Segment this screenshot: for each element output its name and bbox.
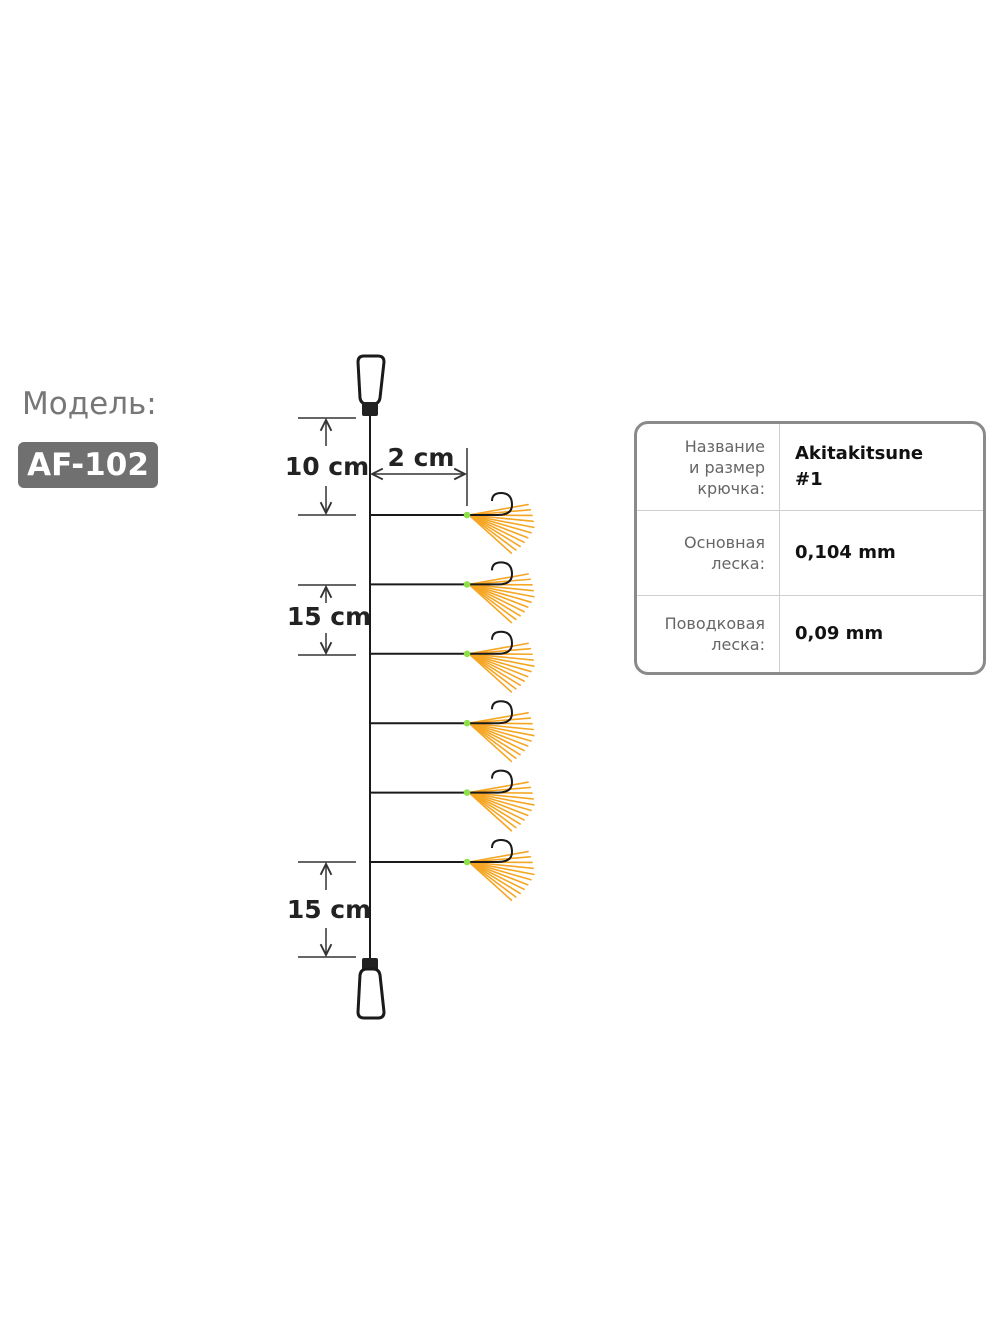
hook-icon bbox=[470, 769, 514, 794]
bead-icon bbox=[463, 650, 471, 658]
bottom-snap-icon bbox=[356, 958, 386, 1020]
fly-icon bbox=[468, 573, 535, 624]
spec-row-hook: Название и размер крючка: Akitakitsune #… bbox=[637, 424, 983, 510]
dim-leader-length: 2 cm bbox=[372, 443, 468, 506]
fly-icon bbox=[468, 781, 535, 832]
spec-value-hook: Akitakitsune #1 bbox=[795, 443, 924, 490]
fly-icon bbox=[468, 642, 535, 693]
spec-table: Название и размер крючка: Akitakitsune #… bbox=[634, 421, 986, 675]
hook-icon bbox=[470, 491, 514, 516]
bead-icon bbox=[463, 719, 471, 727]
bead-icon bbox=[463, 511, 471, 519]
spec-table-divider bbox=[779, 424, 780, 672]
model-code-badge: AF-102 bbox=[18, 442, 158, 488]
spec-row-separator bbox=[637, 595, 983, 596]
spec-row-main-line: Основная леска: 0,104 mm bbox=[637, 510, 983, 595]
spec-label-leader-line: Поводковая леска: bbox=[664, 613, 765, 654]
dropper-3 bbox=[370, 630, 535, 693]
bead-icon bbox=[463, 581, 471, 588]
dim-hook-spacing: 15 cm bbox=[287, 584, 371, 656]
dropper-4 bbox=[370, 700, 535, 763]
fly-icon bbox=[468, 503, 535, 554]
droppers bbox=[370, 491, 535, 901]
dropper-6 bbox=[370, 838, 535, 901]
top-swivel-icon bbox=[356, 354, 386, 416]
spec-row-leader-line: Поводковая леска: 0,09 mm bbox=[637, 595, 983, 672]
dropper-2 bbox=[370, 561, 535, 624]
spec-value-main-line: 0,104 mm bbox=[795, 541, 896, 563]
hook-icon bbox=[470, 630, 514, 655]
spec-value-leader-line: 0,09 mm bbox=[795, 622, 884, 644]
dim-leader-length-label: 2 cm bbox=[388, 443, 455, 472]
dim-bottom-gap-label: 15 cm bbox=[287, 895, 371, 924]
dim-hook-spacing-label: 15 cm bbox=[287, 602, 371, 631]
dropper-1 bbox=[370, 491, 535, 554]
bead-icon bbox=[463, 858, 471, 866]
dropper-5 bbox=[370, 769, 535, 832]
fly-icon bbox=[468, 850, 535, 901]
hook-icon bbox=[470, 838, 514, 863]
hook-icon bbox=[470, 700, 514, 725]
dim-top-gap-label: 10 cm bbox=[285, 452, 369, 481]
model-label: Модель: bbox=[22, 386, 157, 422]
dim-bottom-gap: 15 cm bbox=[287, 861, 371, 958]
bead-icon bbox=[463, 789, 471, 796]
fly-icon bbox=[468, 711, 535, 763]
hook-icon bbox=[470, 561, 514, 586]
spec-row-separator bbox=[637, 510, 983, 511]
spec-label-main-line: Основная леска: bbox=[684, 532, 765, 573]
dim-top-gap: 10 cm bbox=[285, 417, 369, 516]
spec-label-hook: Название и размер крючка: bbox=[684, 436, 765, 498]
